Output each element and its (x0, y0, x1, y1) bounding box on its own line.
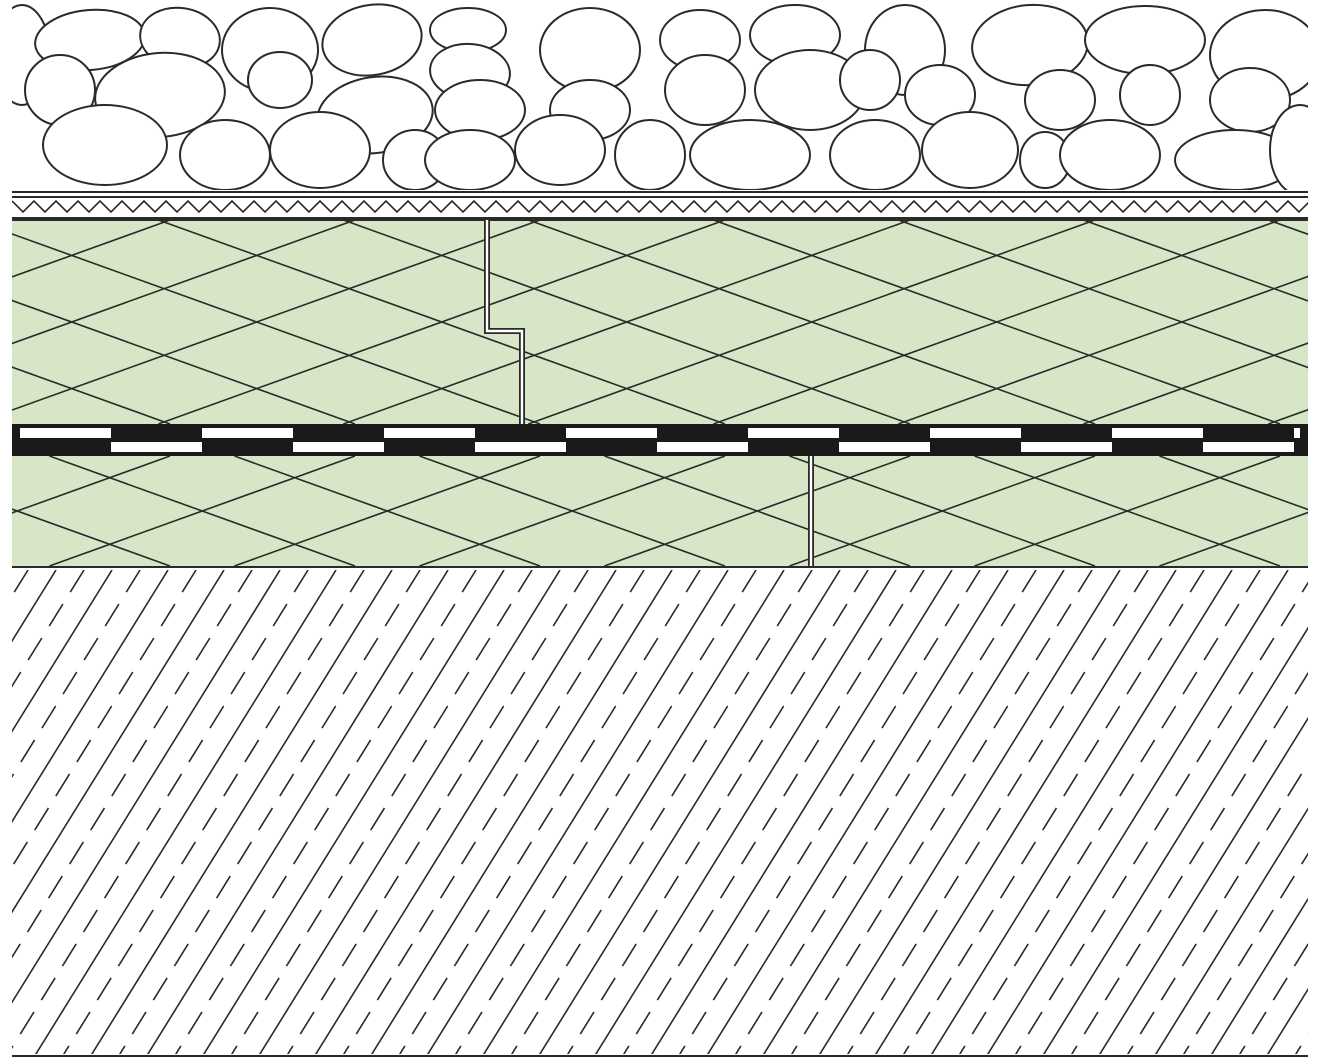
insulation-lower-layer (12, 456, 1308, 568)
gravel-stone (1269, 104, 1308, 190)
concrete-slab-layer (12, 570, 1308, 1054)
gravel-stone (1059, 119, 1161, 190)
membrane-dash (475, 442, 566, 452)
gravel-stone (1024, 69, 1096, 131)
gravel-stone (247, 51, 313, 109)
gravel-stone (424, 129, 516, 190)
membrane-dash (657, 442, 748, 452)
gravel-stone (829, 119, 921, 190)
membrane-dash (1203, 442, 1294, 452)
gravel-stone (179, 119, 271, 190)
gravel-stone (514, 114, 606, 186)
membrane-dash (202, 428, 293, 438)
insulation-upper-layer (12, 219, 1308, 424)
gravel-stone (664, 54, 746, 126)
membrane-dash (1294, 428, 1300, 438)
membrane-dash (293, 442, 384, 452)
gravel-stone (921, 111, 1019, 189)
membrane-dash (839, 442, 930, 452)
gravel-stone (42, 104, 168, 186)
gravel-stone (321, 3, 423, 77)
waterproofing-membrane-layer (12, 424, 1308, 456)
gravel-stone (689, 119, 811, 190)
membrane-dash (1021, 442, 1112, 452)
membrane-dash (20, 428, 111, 438)
membrane-dash (111, 442, 202, 452)
gravel-stone (614, 119, 686, 190)
gravel-stone (269, 111, 371, 189)
gravel-ballast-layer (12, 3, 1308, 190)
membrane-dash (930, 428, 1021, 438)
gravel-stone (839, 49, 901, 111)
membrane-dash (566, 428, 657, 438)
protection-mat-layer (12, 196, 1308, 219)
membrane-dash (384, 428, 475, 438)
gravel-stone (1119, 64, 1181, 126)
gravel-stone (1084, 5, 1206, 75)
membrane-dash (1112, 428, 1203, 438)
membrane-dash (748, 428, 839, 438)
